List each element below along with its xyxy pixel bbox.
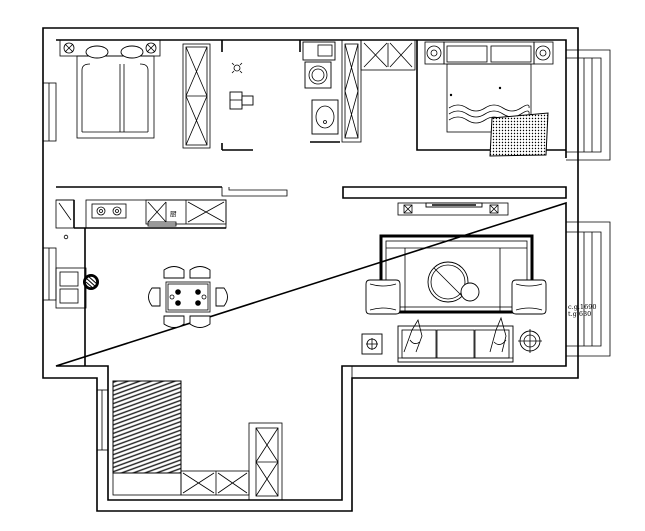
floor-lamp-icon: [518, 329, 542, 353]
bay-window-right-top: [566, 49, 611, 161]
rug-icon: [489, 112, 549, 157]
side-table-icon: [361, 333, 383, 355]
kitchen-sink-icon: [55, 267, 99, 309]
living-rug: [379, 234, 534, 314]
bottom-cabinet: [180, 470, 250, 496]
bed-icon: [443, 41, 535, 133]
shower-icon: [231, 62, 243, 74]
tv-cabinet-icon: [397, 202, 509, 216]
exterior-walls: [42, 27, 579, 512]
range-hood-cabinet: 厨: [145, 199, 227, 227]
washbasin-icon: [311, 99, 339, 135]
toilet-icon: [229, 91, 254, 110]
stove-icon: [91, 203, 127, 219]
tall-cabinet: [248, 422, 283, 501]
wardrobe-icon: [182, 43, 211, 149]
ceiling-height-label: c.g.1690: [568, 303, 596, 311]
hatched-floor: [112, 380, 182, 496]
bed-left: [59, 39, 161, 139]
outlet-icon: [63, 234, 69, 240]
sofa-icon: [397, 316, 514, 363]
window-left-top: [42, 82, 57, 142]
washing-machine-icon: [302, 41, 336, 89]
coffee-table-icon: [427, 261, 480, 303]
window-bottom-left: [96, 389, 109, 451]
kitchen-tag: 厨: [170, 210, 177, 218]
bay-window-right-bottom: [566, 221, 611, 357]
window-left-mid: [42, 247, 57, 301]
top-height-label: t.g.630: [568, 310, 591, 318]
dining-table-icon: [148, 266, 228, 328]
bathroom-cabinet: [341, 39, 416, 143]
armchair-icon: [365, 279, 547, 315]
